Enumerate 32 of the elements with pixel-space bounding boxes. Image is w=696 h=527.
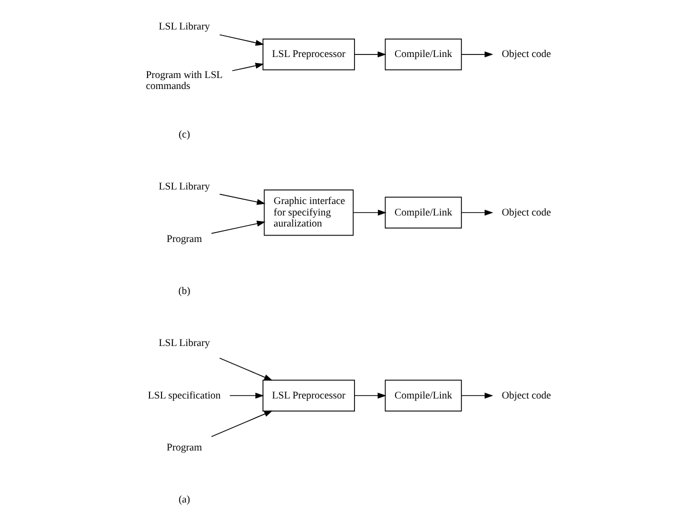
node-box: Compile/Link (384, 380, 462, 412)
arrow (460, 210, 493, 216)
node-text: Object code (501, 49, 550, 60)
label: (c) (178, 129, 190, 140)
arrow (218, 358, 272, 381)
arrow (210, 220, 265, 234)
node-box: Compile/Link (384, 38, 462, 70)
label: (a) (178, 494, 190, 506)
arrow (352, 210, 386, 216)
arrow (460, 392, 493, 399)
node-box: LSL Preprocessor (262, 380, 354, 412)
node-text: Object code (501, 207, 550, 218)
node-text: LSL Library (158, 22, 210, 33)
node-text: Object code (501, 390, 550, 402)
arrow (354, 392, 386, 399)
node-text: Program (166, 442, 202, 454)
node-text: Program with LSL commands (145, 70, 222, 92)
arrow (228, 392, 264, 399)
node-text: Program (166, 234, 202, 245)
node-box: Compile/Link (384, 196, 462, 228)
node-text: LSL Library (158, 182, 210, 193)
arrow (210, 410, 272, 438)
arrow (354, 51, 386, 58)
arrow (218, 34, 264, 46)
node-text: LSL Library (158, 338, 210, 350)
node-box: Graphic interface for specifying auralization (263, 190, 354, 236)
arrow (231, 62, 264, 72)
arrow (218, 194, 265, 205)
node-box: LSL Preprocessor (262, 38, 354, 70)
arrow (460, 51, 493, 58)
label: (b) (178, 286, 190, 297)
node-text: LSL specification (147, 390, 220, 402)
